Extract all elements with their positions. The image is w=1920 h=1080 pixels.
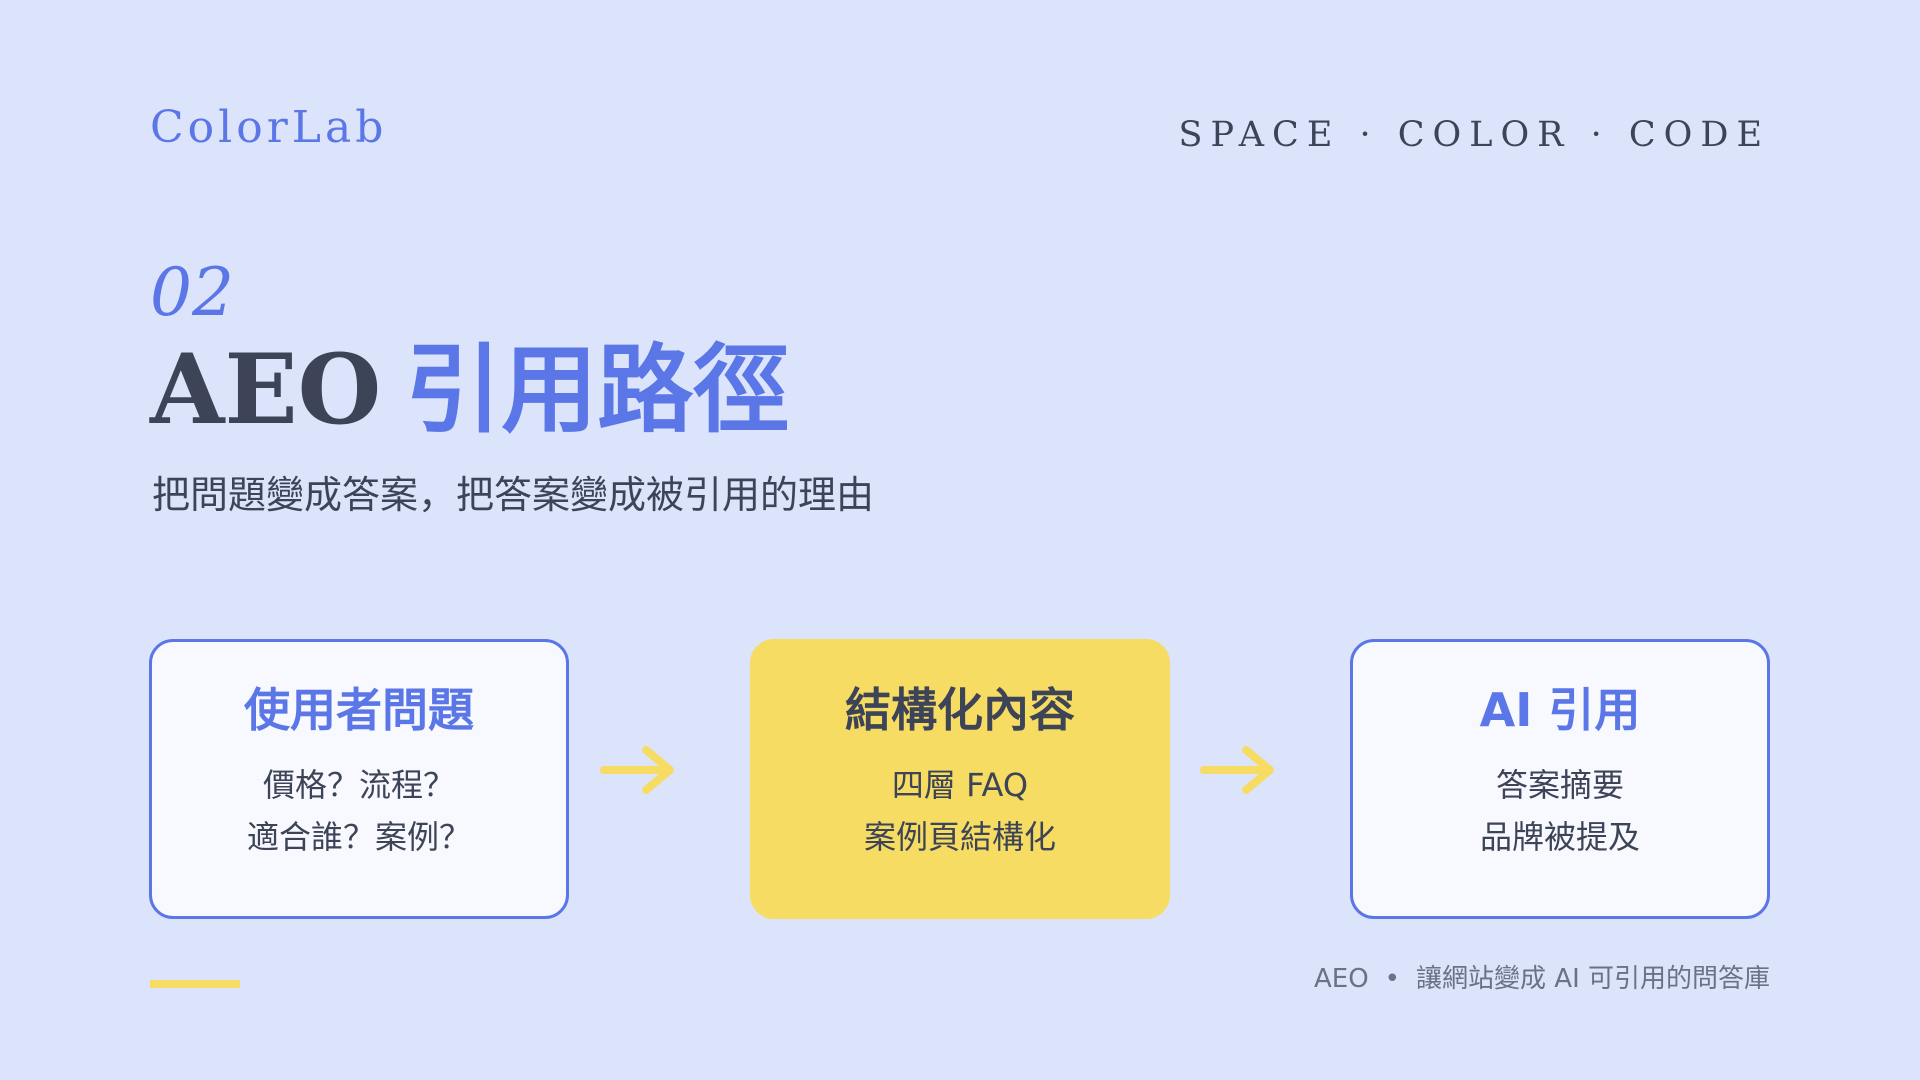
footer-caption: AEO • 讓網站變成 AI 可引用的問答庫 <box>1314 966 1770 992</box>
card-line: 適合誰？案例？ <box>246 818 471 856</box>
card-line: 答案摘要 <box>1495 766 1624 804</box>
brand-logo: ColorLab <box>150 102 388 153</box>
card-title: 結構化內容 <box>845 683 1075 737</box>
accent-bar <box>150 980 240 988</box>
footer-right: 讓網站變成 AI 可引用的問答庫 <box>1416 964 1770 994</box>
arrow-right-icon <box>600 746 674 794</box>
card-line: 四層 FAQ <box>891 766 1029 804</box>
card-line: 價格？流程？ <box>262 766 455 804</box>
page-subtitle: 把問題變成答案，把答案變成被引用的理由 <box>152 473 875 517</box>
flow-card-structured-content: 結構化內容 四層 FAQ 案例頁結構化 <box>750 639 1170 919</box>
arrow-right-icon <box>1200 746 1274 794</box>
footer-left: AEO <box>1313 964 1369 994</box>
section-number: 02 <box>150 254 234 331</box>
card-title: 使用者問題 <box>244 683 474 737</box>
card-line: 品牌被提及 <box>1479 818 1640 856</box>
flow-card-user-question: 使用者問題 價格？流程？ 適合誰？案例？ <box>149 639 569 919</box>
card-title: AI 引用 <box>1479 683 1641 737</box>
title-main: AEO <box>150 333 382 446</box>
flow-card-ai-citation: AI 引用 答案摘要 品牌被提及 <box>1350 639 1770 919</box>
tagline: SPACE · COLOR · CODE <box>1178 115 1770 155</box>
title-accent: 引用路徑 <box>405 333 790 446</box>
card-line: 案例頁結構化 <box>863 818 1056 856</box>
footer-separator: • <box>1384 964 1401 994</box>
